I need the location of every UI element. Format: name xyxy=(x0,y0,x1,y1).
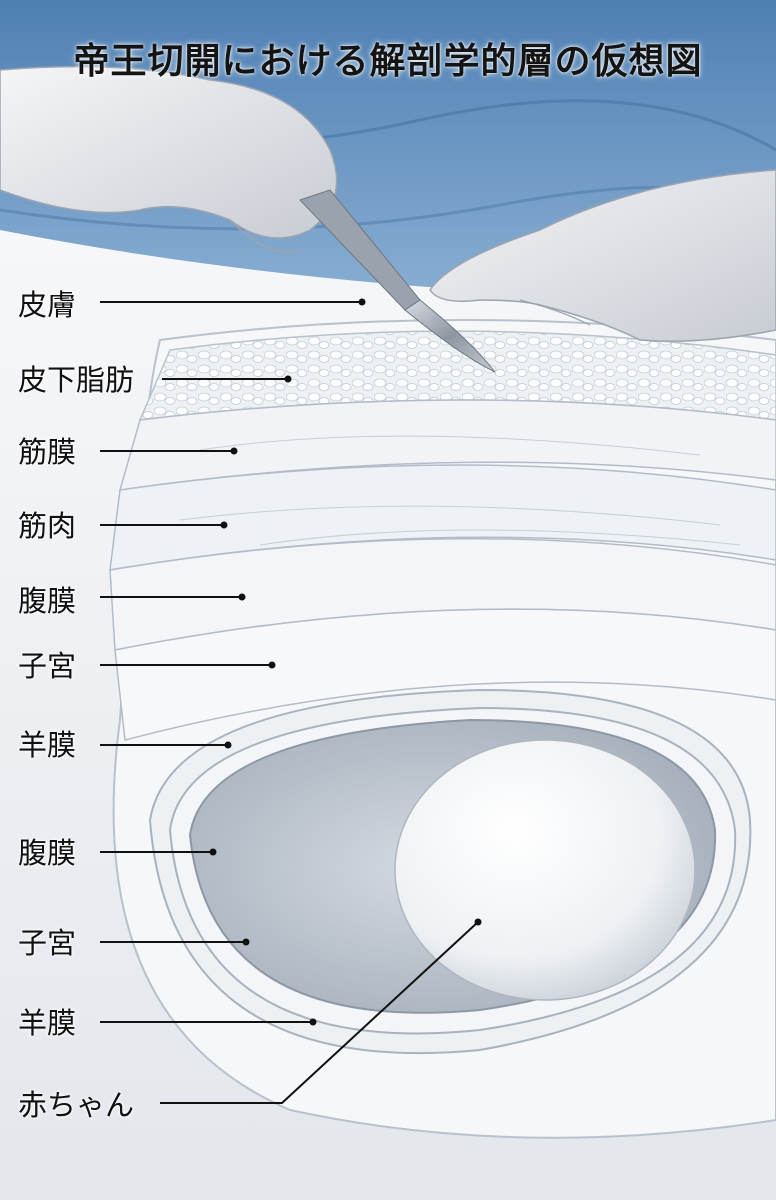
label-baby: 赤ちゃん xyxy=(18,1088,135,1122)
leader-peritoneum-dot xyxy=(238,593,246,601)
baby xyxy=(394,739,696,1001)
label-amnion-2: 羊膜 xyxy=(18,1006,77,1040)
leader-subcut-fat-dot xyxy=(284,375,292,383)
leader-peritoneum-2-dot xyxy=(209,848,217,856)
page-title: 帝王切開における解剖学的層の仮想図 xyxy=(73,41,703,82)
label-uterus: 子宮 xyxy=(18,649,77,683)
left-glove xyxy=(0,65,338,239)
leader-lines xyxy=(100,298,482,1104)
scalpel-blade xyxy=(404,299,496,373)
leader-skin-dot xyxy=(358,298,366,306)
label-subcut-fat: 皮下脂肪 xyxy=(18,363,135,397)
uterus-layer xyxy=(114,608,776,741)
label-muscle: 筋肉 xyxy=(18,509,77,543)
label-skin: 皮膚 xyxy=(18,288,77,322)
fascia-layer xyxy=(118,399,776,491)
label-amnion: 羊膜 xyxy=(18,728,77,762)
label-peritoneum: 腹膜 xyxy=(18,584,77,618)
leader-uterus-2-dot xyxy=(242,938,250,946)
label-peritoneum-2: 腹膜 xyxy=(18,836,77,870)
leader-uterus-dot xyxy=(268,661,276,669)
leader-amnion-2-dot xyxy=(309,1018,317,1026)
label-uterus-2: 子宮 xyxy=(18,926,77,960)
right-glove xyxy=(429,169,776,342)
leader-baby xyxy=(160,921,479,1104)
leader-baby-dot xyxy=(474,918,482,926)
leader-fascia-dot xyxy=(230,447,238,455)
leader-amnion-dot xyxy=(224,741,232,749)
label-fascia: 筋膜 xyxy=(18,435,77,469)
leader-muscle-dot xyxy=(220,521,228,529)
